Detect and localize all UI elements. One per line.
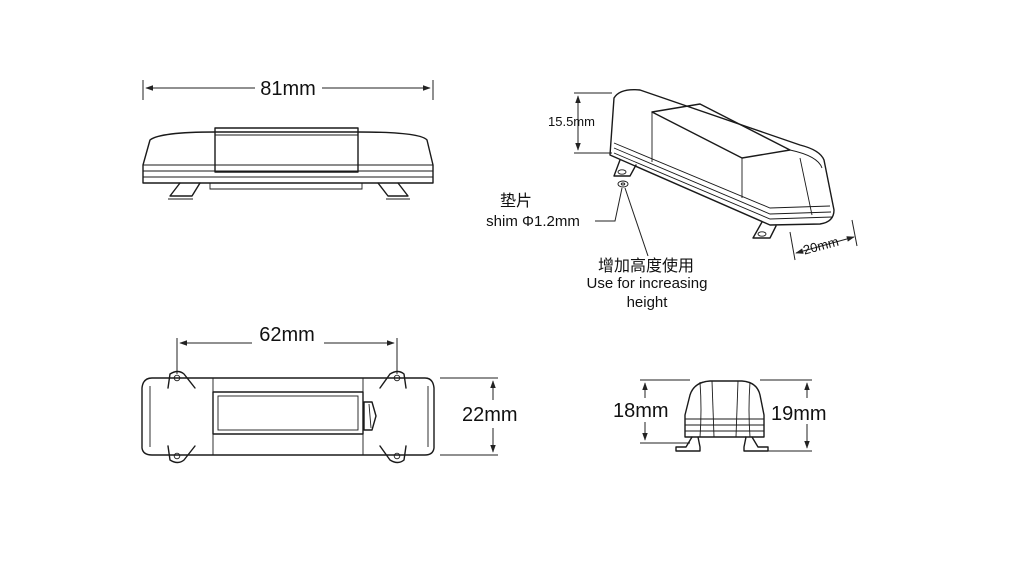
front-view: 81mm <box>142 78 434 200</box>
side-view: 18mm 19mm <box>613 379 827 452</box>
note-line-1: Use for increasing <box>587 275 708 292</box>
isometric-view: 15.5mm 20mm 垫片 shim Φ1.2mm 增加高度使用 Us <box>486 88 858 311</box>
note-line-2: height <box>627 294 669 311</box>
dim-iso-height: 15.5mm <box>548 114 595 129</box>
shim-label-cn: 垫片 <box>500 191 532 210</box>
dim-side-height-left: 18mm <box>613 400 669 422</box>
dim-iso-depth: 20mm <box>801 234 840 258</box>
dim-side-height-right: 19mm <box>771 403 827 425</box>
bottom-view: 62mm 22mm <box>141 324 518 464</box>
dim-bottom-width: 22mm <box>462 404 518 426</box>
shim-label-en: shim Φ1.2mm <box>486 213 580 230</box>
dim-bottom-spacing: 62mm <box>259 324 315 346</box>
dim-front-length: 81mm <box>260 78 316 100</box>
note-label-cn: 增加高度使用 <box>598 256 694 275</box>
